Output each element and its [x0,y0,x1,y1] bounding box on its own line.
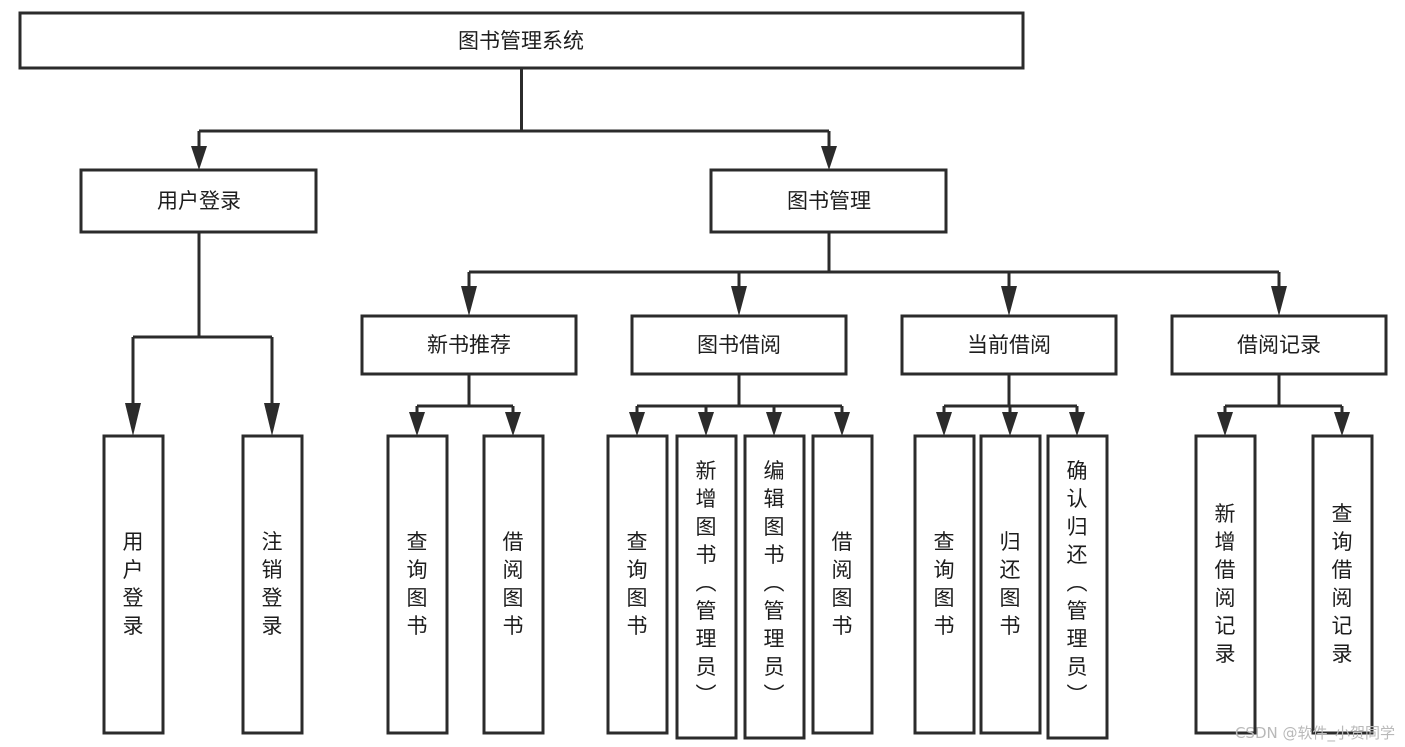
leaf-nb-query-book-label: 查询图书 [407,530,428,638]
leaf-cb-return-book-label: 归还图书 [1000,530,1021,638]
leaf-bb-add-book[interactable]: 新增图书︵管理员︶ [675,434,738,740]
arrow-bb-borrow-book [834,412,850,436]
node-book-management-box[interactable] [709,168,948,234]
arrow-to-new-book [461,286,477,316]
leaf-cb-query-book[interactable]: 查询图书 [913,434,976,735]
node-root-label: 图书管理系统 [458,29,584,53]
leaf-br-add-record-box[interactable] [1194,434,1257,735]
leaf-logout[interactable]: 注销登录 [241,434,304,735]
leaf-cb-confirm-return-label: 确认归还︵管理员︶ [1067,459,1088,707]
node-new-book-recommend[interactable]: 新书推荐 [360,314,578,376]
node-book-management[interactable]: 图书管理 [709,168,948,234]
leaf-user-login-label: 用户登录 [123,530,144,638]
arrow-root-to-user-login [191,146,207,170]
arrow-to-leaf-logout [264,403,280,436]
arrow-nb-borrow-book [505,412,521,436]
leaf-cb-query-book-box[interactable] [913,434,976,735]
arrow-to-borrow-record [1271,286,1287,316]
leaf-bb-query-book[interactable]: 查询图书 [606,434,669,735]
arrow-cb-confirm-return [1069,412,1085,436]
leaf-br-query-record-label: 查询借阅记录 [1332,502,1353,666]
leaf-cb-return-book-box[interactable] [979,434,1042,735]
leaf-bb-edit-book-box[interactable] [743,434,806,740]
arrow-bb-edit-book [766,412,782,436]
node-new-book-recommend-box[interactable] [360,314,578,376]
node-user-login[interactable]: 用户登录 [79,168,318,234]
node-borrow-record[interactable]: 借阅记录 [1170,314,1388,376]
connector-layer [125,68,1350,436]
node-borrow-record-box[interactable] [1170,314,1388,376]
leaf-logout-label: 注销登录 [262,530,283,638]
leaf-nb-borrow-book[interactable]: 借阅图书 [482,434,545,735]
node-user-login-label: 用户登录 [157,189,241,213]
leaf-br-query-record-box[interactable] [1311,434,1374,735]
leaf-bb-edit-book-label: 编辑图书︵管理员︶ [764,459,785,707]
arrow-to-book-borrow [731,286,747,316]
leaf-user-login-box[interactable] [102,434,165,735]
arrow-br-add-record [1217,412,1233,436]
node-current-borrow-box[interactable] [900,314,1118,376]
leaf-cb-confirm-return[interactable]: 确认归还︵管理员︶ [1046,434,1109,740]
leaf-bb-borrow-book-box[interactable] [811,434,874,735]
node-user-login-box[interactable] [79,168,318,234]
node-book-borrow-label: 图书借阅 [697,333,781,357]
arrow-br-query-record [1334,412,1350,436]
node-new-book-recommend-label: 新书推荐 [427,333,511,357]
node-book-borrow-box[interactable] [630,314,848,376]
leaf-br-query-record[interactable]: 查询借阅记录 [1311,434,1374,735]
leaf-bb-query-book-label: 查询图书 [627,530,648,638]
leaf-cb-query-book-label: 查询图书 [934,530,955,638]
leaf-bb-edit-book[interactable]: 编辑图书︵管理员︶ [743,434,806,740]
leaf-bb-add-book-label: 新增图书︵管理员︶ [696,459,717,707]
arrow-bb-query-book [629,412,645,436]
leaf-br-add-record-label: 新增借阅记录 [1215,502,1236,666]
arrow-bb-add-book [698,412,714,436]
leaf-cb-return-book[interactable]: 归还图书 [979,434,1042,735]
leaf-bb-borrow-book[interactable]: 借阅图书 [811,434,874,735]
leaf-logout-box[interactable] [241,434,304,735]
leaf-bb-add-book-box[interactable] [675,434,738,740]
leaf-nb-query-book-box[interactable] [386,434,449,735]
leaf-cb-confirm-return-box[interactable] [1046,434,1109,740]
leaf-user-login[interactable]: 用户登录 [102,434,165,735]
arrow-to-leaf-user-login [125,403,141,436]
leaf-bb-borrow-book-label: 借阅图书 [832,530,853,638]
arrow-root-to-book-mgmt [821,146,837,170]
arrow-nb-query-book [409,412,425,436]
node-root-box[interactable] [18,11,1025,70]
node-current-borrow[interactable]: 当前借阅 [900,314,1118,376]
arrow-cb-query-book [936,412,952,436]
node-book-management-label: 图书管理 [787,189,871,213]
node-current-borrow-label: 当前借阅 [967,333,1051,357]
arrow-cb-return-book [1002,412,1018,436]
node-borrow-record-label: 借阅记录 [1237,333,1321,357]
arrow-to-current-borrow [1001,286,1017,316]
node-book-borrow[interactable]: 图书借阅 [630,314,848,376]
leaf-bb-query-book-box[interactable] [606,434,669,735]
leaf-nb-borrow-book-label: 借阅图书 [503,530,524,638]
node-root[interactable]: 图书管理系统 [18,11,1025,70]
leaf-nb-borrow-book-box[interactable] [482,434,545,735]
leaf-nb-query-book[interactable]: 查询图书 [386,434,449,735]
leaf-br-add-record[interactable]: 新增借阅记录 [1194,434,1257,735]
